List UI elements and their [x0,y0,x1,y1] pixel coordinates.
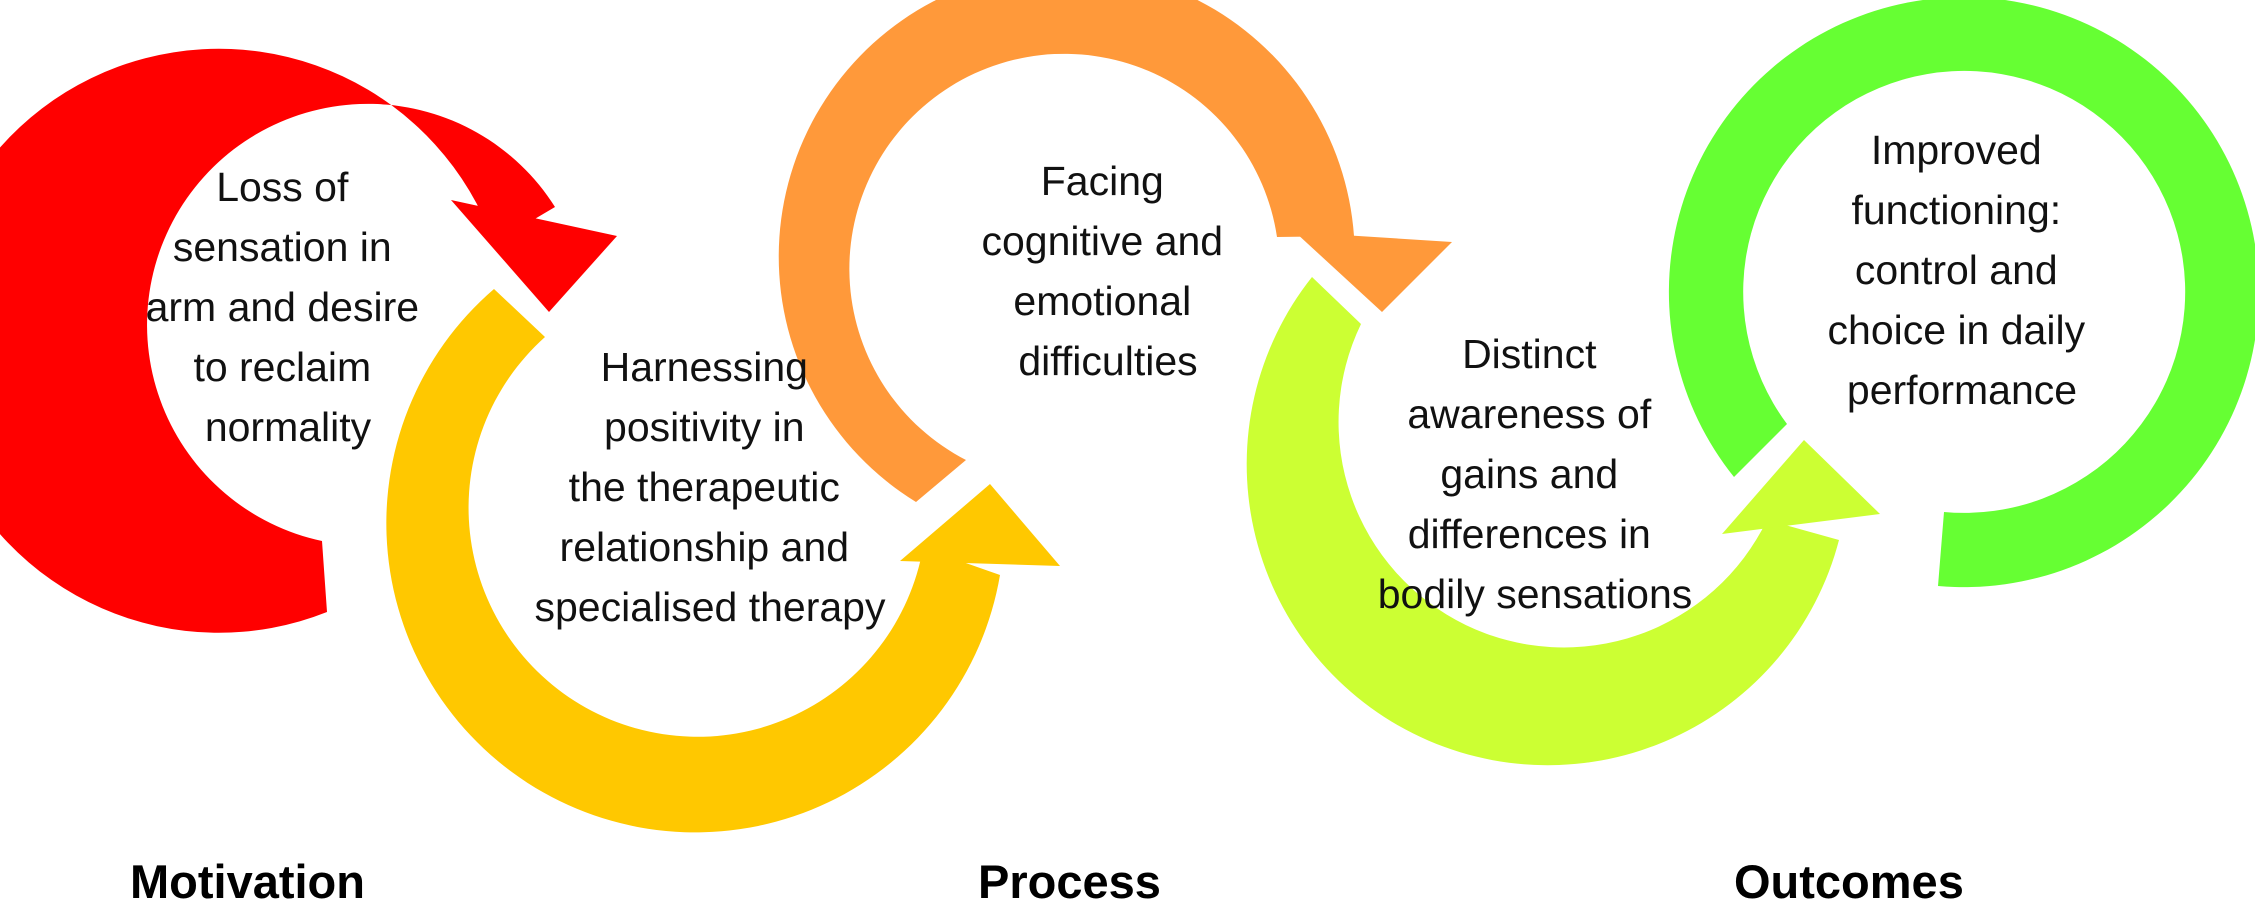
node-line: Improved [1871,127,2042,173]
node-text-harnessing-positivity: Harnessing positivity in the therapeutic… [535,344,886,630]
node-line: sensation in [173,224,392,270]
ring-arc-lime [1246,277,1839,766]
node-line: positivity in [604,404,805,450]
node-line: emotional [1013,278,1191,324]
ring-loss-of-sensation [0,48,617,633]
node-line: performance [1847,367,2077,413]
node-line: choice in daily [1828,307,2086,353]
node-line: specialised therapy [535,584,886,630]
ring-arc-yellow [386,289,1001,833]
node-text-improved-functioning: Improved functioning: control and choice… [1828,127,2097,413]
node-line: awareness of [1407,391,1651,437]
node-line: cognitive and [981,218,1223,264]
node-text-facing-difficulties: Facing cognitive and emotional difficult… [981,158,1234,384]
node-line: relationship and [560,524,849,570]
ring-facing-difficulties [778,0,1452,502]
stage-label-process: Process [978,855,1161,908]
node-line: difficulties [1018,338,1197,384]
node-line: control and [1855,247,2058,293]
ring-arc-red [0,48,555,633]
node-line: Facing [1041,158,1164,204]
arrowhead-red-icon [451,200,617,312]
node-line: gains and [1440,451,1618,497]
node-line: differences in [1408,511,1651,557]
arrowhead-orange-icon [1295,232,1452,312]
node-line: bodily sensations [1378,571,1693,617]
node-line: to reclaim [193,344,371,390]
stage-label-motivation: Motivation [130,855,365,908]
node-line: Loss of [216,164,349,210]
node-line: the therapeutic [569,464,840,510]
node-line: functioning: [1851,187,2061,233]
stage-label-outcomes: Outcomes [1734,855,1964,908]
ring-harnessing-positivity [386,289,1060,833]
node-line: arm and desire [146,284,419,330]
node-text-distinct-awareness: Distinct awareness of gains and differen… [1378,331,1693,617]
arrowhead-yellow-icon [900,484,1060,566]
ring-distinct-awareness [1246,277,1880,766]
arrowhead-lime-icon [1722,440,1880,534]
node-line: Distinct [1462,331,1597,377]
node-text-loss-of-sensation: Loss of sensation in arm and desire to r… [146,164,431,450]
node-line: normality [205,404,372,450]
node-line: Harnessing [601,344,808,390]
